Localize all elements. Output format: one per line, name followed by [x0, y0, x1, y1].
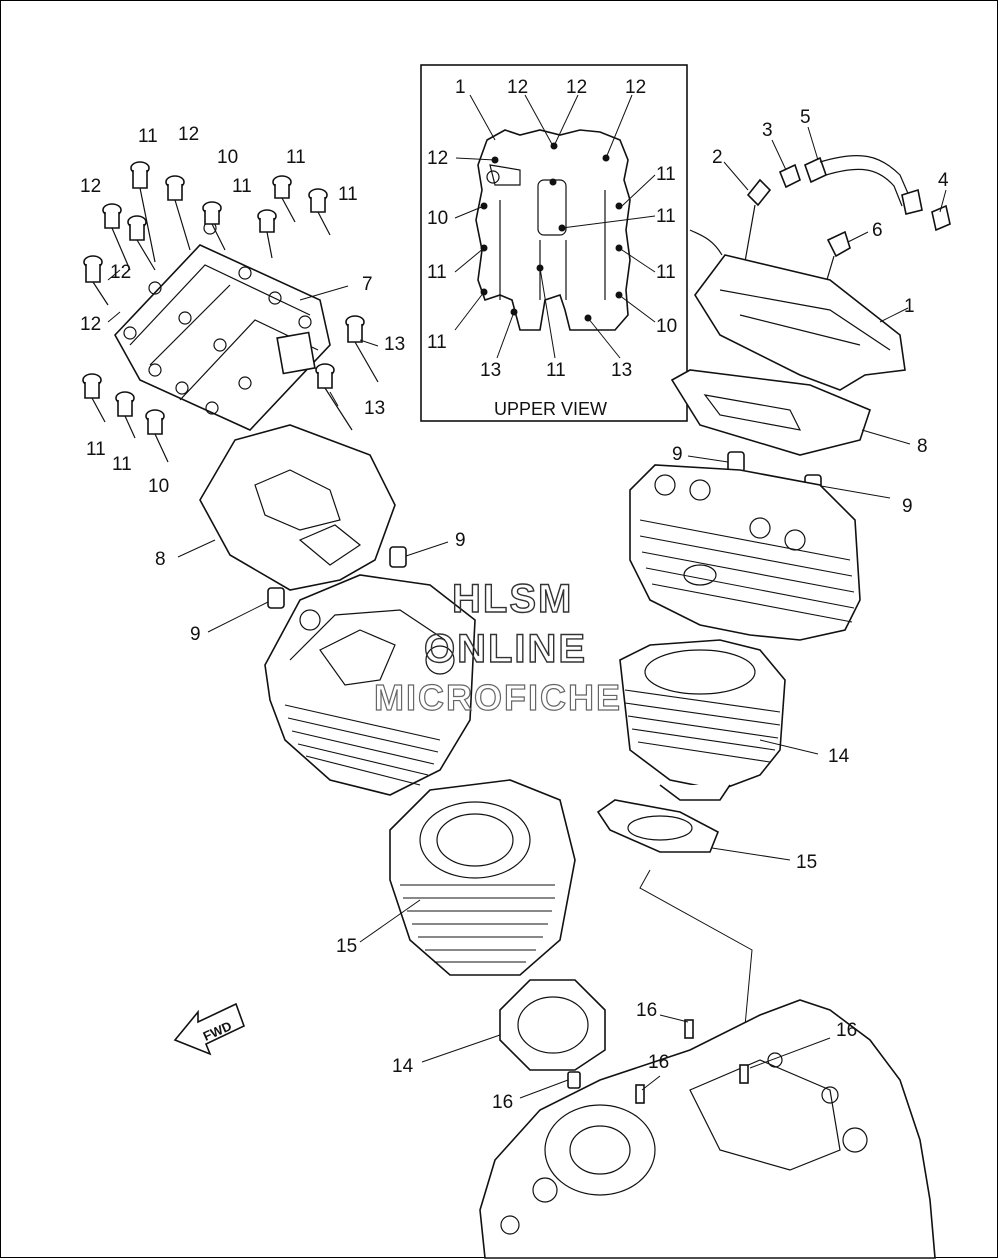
callout-label: 12: [80, 176, 101, 197]
callout-label: 2: [712, 147, 723, 168]
callout-label: 12: [507, 77, 528, 98]
callout-label: 10: [148, 476, 169, 497]
callout-label: 11: [427, 332, 447, 353]
left-cluster-leaders: [107, 269, 379, 407]
callout-label: 12: [625, 77, 646, 98]
callout-label: 15: [796, 852, 817, 873]
callout-label: 15: [336, 936, 357, 957]
right-head-gasket: 8: [670, 369, 928, 457]
callout-label: 5: [800, 107, 811, 128]
left-cylinder: 15: [336, 779, 576, 976]
callout-label: 10: [217, 147, 238, 168]
callout-label: 11: [232, 176, 252, 197]
callout-label: 11: [286, 147, 306, 168]
left-cylinder-head: [264, 574, 476, 796]
left-base-gasket: 14: [392, 979, 606, 1077]
callout-label: 9: [190, 624, 201, 645]
callout-label: 12: [178, 124, 199, 145]
callout-label: 16: [836, 1020, 857, 1041]
callout-label: 16: [492, 1092, 513, 1113]
callout-label: 11: [656, 164, 676, 185]
callout-label: 11: [138, 126, 158, 147]
callout-label: 8: [155, 549, 166, 570]
callout-label: 16: [636, 1000, 657, 1021]
left-dowels: 9 9: [190, 530, 466, 645]
callout-label: 11: [546, 360, 566, 381]
callout-label: 10: [656, 316, 677, 337]
watermark: HLSM ONLINE MICROFICHE: [373, 576, 622, 718]
callout-label: 12: [80, 314, 101, 335]
breather-hoses: 2 3 5 4 6: [712, 107, 951, 321]
callout-label: 12: [110, 262, 131, 283]
cover-bolts: [82, 161, 379, 463]
callout-label: 16: [648, 1052, 669, 1073]
crankcase: 16 16 16 16: [479, 999, 936, 1259]
callout-label: 9: [902, 496, 913, 517]
alignment-line: [639, 869, 753, 1081]
callout-label: 13: [364, 398, 385, 419]
watermark-line-2: ONLINE: [424, 627, 587, 671]
callout-label: 3: [762, 120, 773, 141]
callout-label: 9: [672, 444, 683, 465]
callout-label: 1: [904, 296, 915, 317]
left-head-gasket: 8: [155, 424, 396, 591]
callout-label: 10: [427, 208, 448, 229]
watermark-line-1: HLSM: [452, 577, 573, 621]
right-cylinder-head: [629, 464, 861, 641]
callout-label: 13: [611, 360, 632, 381]
callout-label: 11: [656, 262, 676, 283]
callout-label: 14: [392, 1056, 414, 1077]
callout-label: 11: [86, 439, 106, 460]
callout-label: 9: [455, 530, 466, 551]
callout-label: 4: [938, 170, 949, 191]
upper-view-inset: UPPER VIEW: [420, 64, 688, 422]
left-cluster-callouts: 11 12 10 11 11 11 12 12 12 7 13 13 11 11…: [80, 124, 405, 497]
upper-view-callouts: 1 12 12 12 12 11 10 11 11 11 11 10 13 11…: [427, 77, 677, 381]
callout-label: 1: [455, 77, 466, 98]
callout-label: 14: [828, 746, 850, 767]
callout-label: 11: [656, 206, 676, 227]
upper-view-caption: UPPER VIEW: [494, 399, 607, 419]
callout-label: 13: [480, 360, 501, 381]
callout-label: 8: [917, 436, 928, 457]
right-base-gasket: 15: [596, 799, 817, 873]
callout-label: 12: [427, 148, 448, 169]
forward-direction-arrow: FWD: [173, 1002, 246, 1056]
right-head-cover: 1: [689, 229, 915, 391]
callout-label: 11: [112, 454, 132, 475]
callout-label: 7: [362, 274, 373, 295]
callout-label: 12: [566, 77, 587, 98]
callout-label: 11: [427, 262, 447, 283]
watermark-line-3: MICROFICHE: [374, 677, 622, 718]
callout-label: 11: [338, 184, 358, 205]
callout-label: 6: [872, 220, 883, 241]
callout-label: 13: [384, 334, 405, 355]
left-head-cover: [114, 221, 331, 431]
right-cylinder: 14: [619, 639, 850, 801]
